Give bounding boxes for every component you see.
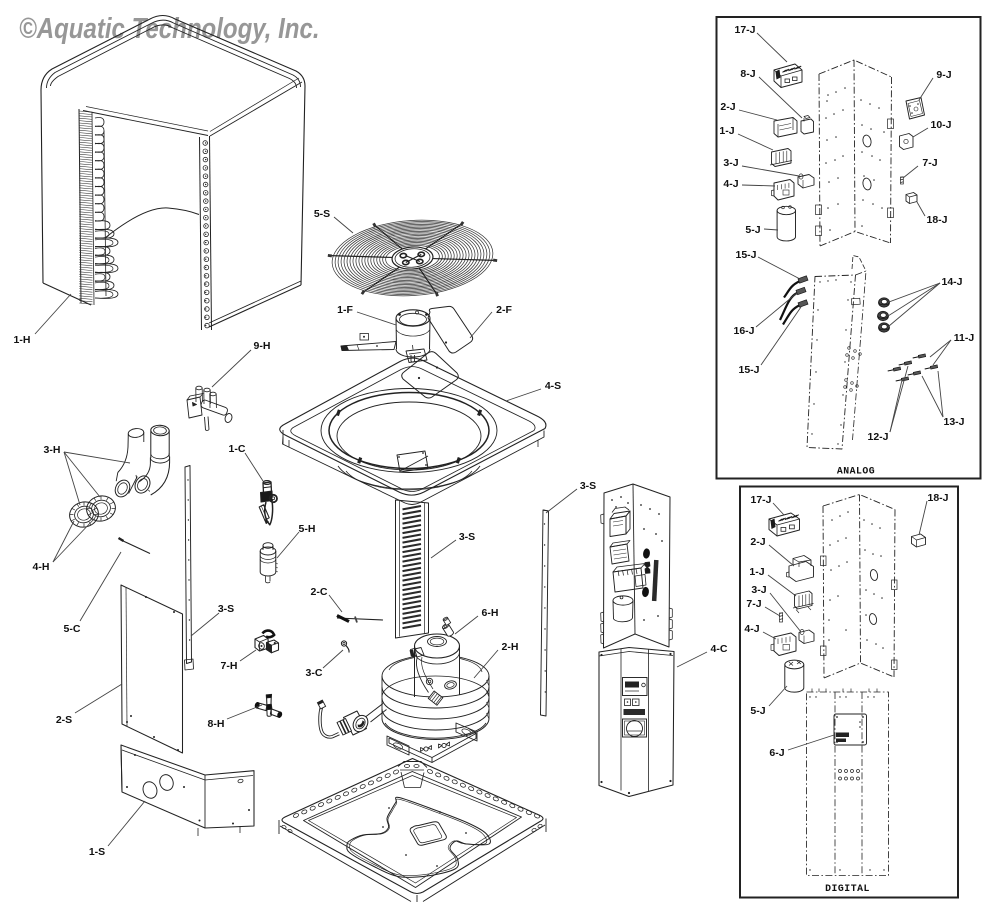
svg-text:13-J: 13-J bbox=[943, 416, 964, 428]
svg-text:14-J: 14-J bbox=[941, 276, 962, 288]
svg-text:7-J: 7-J bbox=[746, 598, 761, 610]
svg-text:5-H: 5-H bbox=[299, 523, 316, 535]
svg-text:2-J: 2-J bbox=[750, 536, 765, 548]
svg-text:18-J: 18-J bbox=[927, 492, 948, 504]
svg-text:2-C: 2-C bbox=[311, 586, 328, 598]
svg-text:©Aquatic Technology, Inc.: ©Aquatic Technology, Inc. bbox=[19, 12, 320, 45]
svg-text:18-J: 18-J bbox=[926, 214, 947, 226]
svg-text:3-S: 3-S bbox=[218, 603, 234, 615]
svg-text:8-H: 8-H bbox=[208, 718, 225, 730]
svg-text:3-H: 3-H bbox=[44, 444, 61, 456]
svg-text:3-S: 3-S bbox=[459, 531, 475, 543]
svg-text:5-J: 5-J bbox=[750, 705, 765, 717]
svg-text:15-J: 15-J bbox=[738, 364, 759, 376]
svg-text:16-J: 16-J bbox=[733, 325, 754, 337]
svg-text:1-F: 1-F bbox=[337, 304, 353, 316]
svg-text:2-H: 2-H bbox=[502, 641, 519, 653]
svg-text:4-J: 4-J bbox=[723, 178, 738, 190]
svg-text:9-J: 9-J bbox=[936, 69, 951, 81]
svg-text:7-H: 7-H bbox=[221, 660, 238, 672]
svg-text:4-S: 4-S bbox=[545, 380, 561, 392]
svg-text:4-H: 4-H bbox=[33, 561, 50, 573]
svg-text:9-H: 9-H bbox=[254, 340, 271, 352]
svg-text:DIGITAL: DIGITAL bbox=[825, 883, 870, 894]
svg-text:7-J: 7-J bbox=[922, 157, 937, 169]
svg-text:2-J: 2-J bbox=[720, 101, 735, 113]
svg-text:6-H: 6-H bbox=[482, 607, 499, 619]
svg-text:12-J: 12-J bbox=[867, 431, 888, 443]
svg-text:5-C: 5-C bbox=[64, 623, 81, 635]
svg-text:2-F: 2-F bbox=[496, 304, 512, 316]
svg-text:ANALOG: ANALOG bbox=[837, 466, 875, 477]
svg-text:1-S: 1-S bbox=[89, 846, 105, 858]
svg-text:1-C: 1-C bbox=[229, 443, 246, 455]
svg-text:1-J: 1-J bbox=[749, 566, 764, 578]
svg-text:2-S: 2-S bbox=[56, 714, 72, 726]
svg-text:8-J: 8-J bbox=[740, 68, 755, 80]
svg-text:17-J: 17-J bbox=[750, 494, 771, 506]
svg-text:1-H: 1-H bbox=[14, 334, 31, 346]
svg-text:17-J: 17-J bbox=[734, 24, 755, 36]
svg-text:4-J: 4-J bbox=[744, 623, 759, 635]
svg-text:6-J: 6-J bbox=[769, 747, 784, 759]
svg-text:5-S: 5-S bbox=[314, 208, 330, 220]
svg-text:3-C: 3-C bbox=[306, 667, 323, 679]
svg-text:5-J: 5-J bbox=[745, 224, 760, 236]
svg-text:3-J: 3-J bbox=[751, 584, 766, 596]
svg-text:10-J: 10-J bbox=[930, 119, 951, 131]
svg-text:1-J: 1-J bbox=[719, 125, 734, 137]
svg-text:3-J: 3-J bbox=[723, 157, 738, 169]
svg-text:15-J: 15-J bbox=[735, 249, 756, 261]
svg-text:4-C: 4-C bbox=[711, 643, 728, 655]
svg-text:3-S: 3-S bbox=[580, 480, 596, 492]
svg-text:11-J: 11-J bbox=[954, 332, 975, 344]
